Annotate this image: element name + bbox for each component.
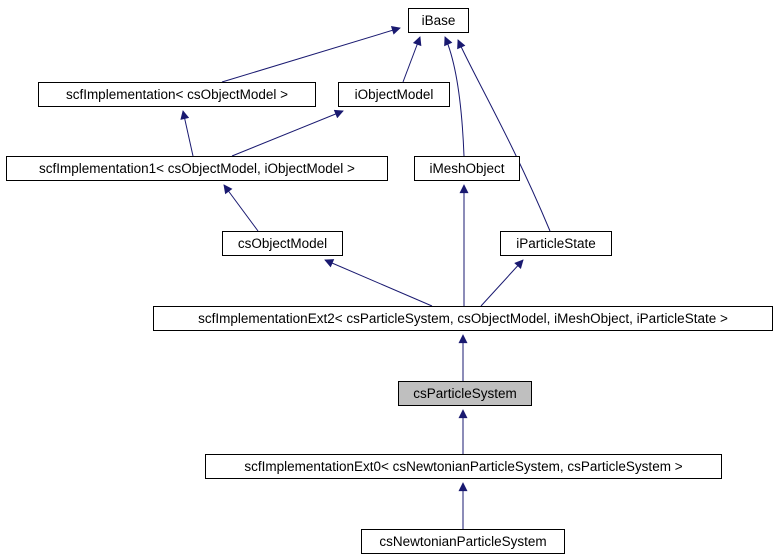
- class-node-scfImplementationExt2[interactable]: scfImplementationExt2< csParticleSystem,…: [153, 306, 773, 331]
- edge-csObjectModel-to-scfImplementation1: [223, 184, 259, 232]
- edge-scfImplementation-to-iBase: [221, 26, 401, 83]
- class-node-iObjectModel[interactable]: iObjectModel: [338, 82, 450, 107]
- edge-scfImplementationExt2-to-iParticleState: [480, 259, 524, 307]
- class-node-scfImplementationExt0[interactable]: scfImplementationExt0< csNewtonianPartic…: [205, 454, 722, 479]
- class-node-csObjectModel[interactable]: csObjectModel: [222, 231, 343, 256]
- class-node-iBase[interactable]: iBase: [408, 8, 469, 33]
- class-node-iParticleState[interactable]: iParticleState: [500, 231, 612, 256]
- edge-iMeshObject-to-iBase: [444, 36, 465, 157]
- class-node-csNewtonianParticleSystem[interactable]: csNewtonianParticleSystem: [361, 529, 565, 554]
- edge-scfImplementation1-to-iObjectModel: [231, 109, 344, 157]
- edge-iObjectModel-to-iBase: [402, 36, 422, 83]
- edge-iParticleState-to-iBase: [457, 39, 551, 232]
- class-node-scfImplementation1[interactable]: scfImplementation1< csObjectModel, iObje…: [6, 156, 388, 181]
- class-node-scfImplementation[interactable]: scfImplementation< csObjectModel >: [38, 82, 316, 107]
- class-node-iMeshObject[interactable]: iMeshObject: [414, 156, 520, 181]
- edge-scfImplementation1-to-scfImplementation: [180, 110, 194, 157]
- class-node-csParticleSystem-current: csParticleSystem: [398, 381, 532, 406]
- edge-scfImplementationExt2-to-csObjectModel: [324, 259, 433, 307]
